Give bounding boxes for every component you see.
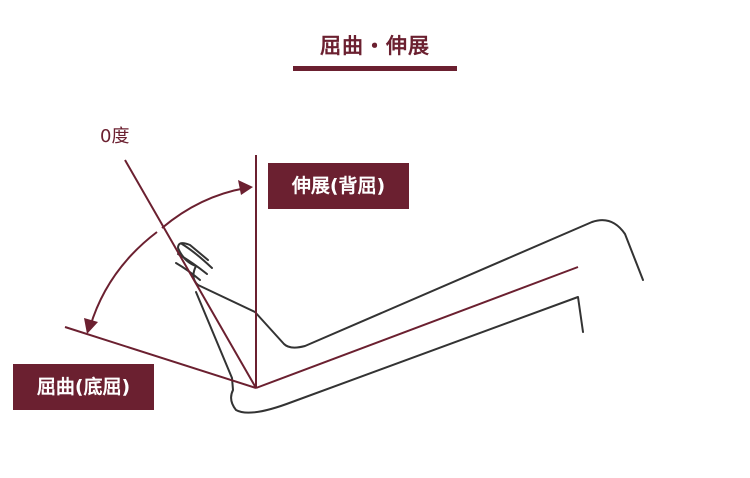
flexion-limit-line — [64, 326, 257, 389]
extension-arc — [161, 187, 247, 229]
extension-label: 伸展(背屈) — [268, 163, 409, 209]
leg-upper-outline — [177, 219, 644, 349]
toe-outline-2 — [177, 253, 208, 275]
flexion-arrow-icon — [84, 318, 98, 334]
leg-axis-line — [255, 266, 579, 389]
extension-arrow-icon — [238, 180, 253, 195]
page-title: 屈曲・伸展 — [320, 34, 430, 58]
flexion-arc — [89, 231, 158, 328]
range-of-motion-arc — [89, 187, 247, 328]
reference-lines — [64, 155, 579, 389]
zero-degree-label: 0度 — [100, 126, 130, 147]
leg-lower-outline — [195, 291, 584, 414]
toe-outline-1 — [181, 243, 213, 269]
title-underline — [293, 66, 457, 71]
flexion-label: 屈曲(底屈) — [13, 364, 154, 410]
zero-degree-line — [124, 159, 257, 389]
